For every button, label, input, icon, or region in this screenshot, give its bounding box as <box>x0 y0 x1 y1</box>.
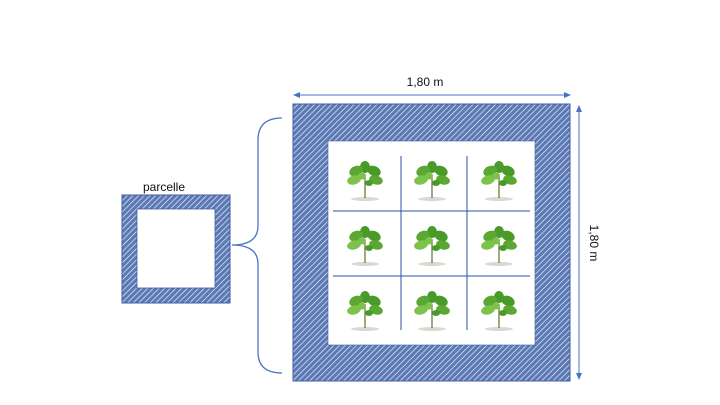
plant-image <box>402 287 462 333</box>
height-dimension-arrow <box>576 105 582 380</box>
plant-image <box>335 157 395 203</box>
plant-image <box>335 222 395 268</box>
plant-image <box>469 287 529 333</box>
plant-grid <box>335 157 529 333</box>
plant-image <box>335 287 395 333</box>
height-label: 1,80 m <box>587 225 601 262</box>
plant-image <box>402 157 462 203</box>
plant-image <box>402 222 462 268</box>
small-plot <box>121 194 231 304</box>
width-dimension-arrow <box>293 92 571 98</box>
grid-lines <box>333 156 530 330</box>
plant-image <box>469 222 529 268</box>
zoom-brace <box>231 117 283 374</box>
plant-image <box>469 157 529 203</box>
small-plot-interior <box>136 208 216 289</box>
small-plot-label: parcelle <box>143 180 185 194</box>
width-label: 1,80 m <box>407 75 444 89</box>
